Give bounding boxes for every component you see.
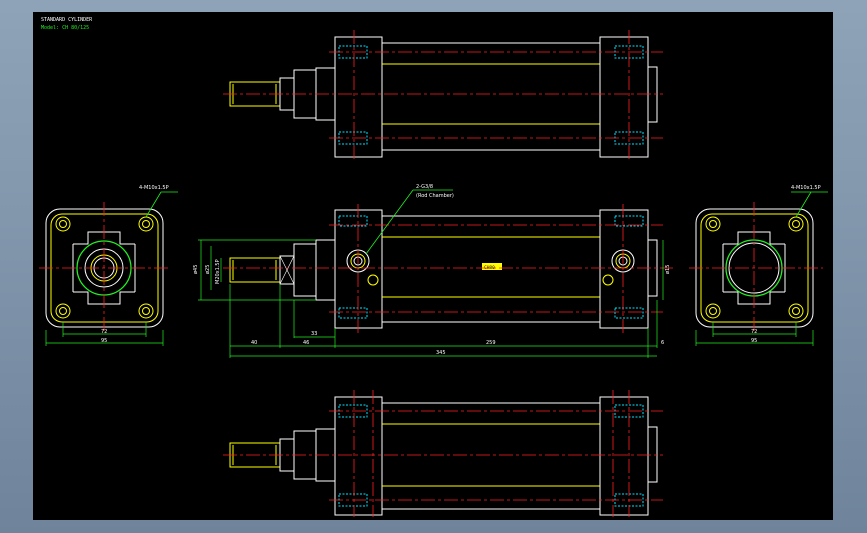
drawing-title: STANDARD CYLINDER — [41, 17, 93, 23]
right-end-view: 4-M10x1.5P 72 95 — [689, 185, 828, 346]
right-dim-95: 95 — [751, 338, 757, 344]
bottom-rear-cap — [599, 396, 649, 516]
dim-345: 345 — [436, 350, 446, 356]
front-view: CH80 2-G3/8 (Rod Chamber) — [193, 184, 673, 358]
left-end-view: 4-M10x1.5P 72 95 — [39, 185, 178, 346]
dim-rod-thread: M20x1.5P — [215, 259, 221, 284]
port-note: (Rod Chamber) — [416, 193, 454, 199]
bottom-front-cap — [334, 396, 383, 516]
dim-rod-dia: ø25 — [205, 265, 211, 274]
dim-259: 259 — [486, 340, 496, 346]
left-dim-72: 72 — [101, 329, 107, 335]
right-dim-72: 72 — [751, 329, 757, 335]
left-dim-95: 95 — [101, 338, 107, 344]
dim-flange-dia: ø45 — [193, 265, 199, 274]
top-view — [223, 30, 663, 162]
right-thread-label: 4-M10x1.5P — [791, 185, 821, 191]
dim-46: 46 — [303, 340, 309, 346]
drawing-canvas[interactable]: STANDARD CYLINDER Model: CH 80/125 — [33, 12, 833, 520]
rear-cap — [599, 209, 649, 329]
drawing-model: Model: CH 80/125 — [41, 25, 89, 31]
dim-port-dia: ø15 — [665, 265, 671, 274]
cylinder-drawing: STANDARD CYLINDER Model: CH 80/125 — [39, 17, 828, 517]
left-thread-label: 4-M10x1.5P — [139, 185, 169, 191]
dim-33: 33 — [311, 331, 317, 337]
top-rear-cap — [599, 36, 649, 158]
dim-6: 6 — [661, 340, 664, 346]
center-tag-box — [482, 263, 502, 270]
front-cap — [334, 209, 383, 329]
bottom-view — [223, 390, 663, 517]
port-label: 2-G3/8 — [416, 184, 433, 190]
top-front-cap — [334, 36, 383, 158]
dim-40: 40 — [251, 340, 257, 346]
